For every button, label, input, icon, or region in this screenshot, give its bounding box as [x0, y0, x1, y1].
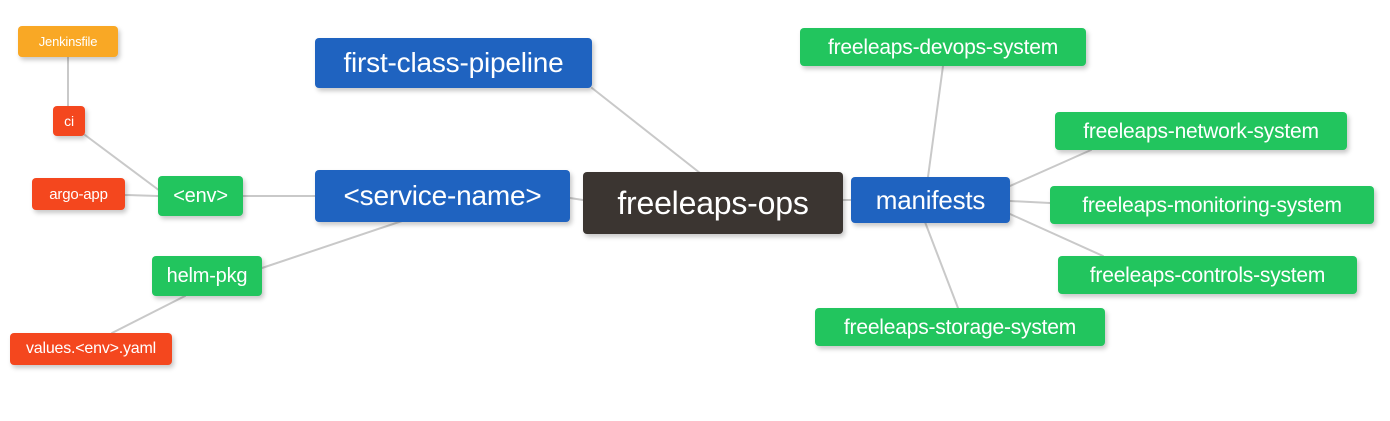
edge-manifests-storagesystem	[924, 221, 959, 309]
node-jenkinsfile[interactable]: Jenkinsfile	[18, 26, 118, 57]
node-ci-label: ci	[64, 113, 74, 129]
node-values-yaml-label: values.<env>.yaml	[25, 340, 156, 357]
edge-helmpkg-servicename	[261, 219, 406, 269]
node-service-name[interactable]: <service-name>	[315, 170, 570, 222]
edge-manifests-devopssystem	[927, 65, 944, 178]
node-freeleaps-controls-system-label: freeleaps-controls-system	[1089, 263, 1326, 287]
node-env-label: <env>	[173, 185, 228, 207]
node-argo-app[interactable]: argo-app	[32, 178, 125, 210]
node-root-freeleaps-ops[interactable]: freeleaps-ops	[583, 172, 843, 234]
node-argo-app-label: argo-app	[49, 185, 108, 203]
node-manifests-label: manifests	[875, 185, 986, 215]
node-freeleaps-storage-system-label: freeleaps-storage-system	[843, 315, 1077, 339]
edge-manifests-monitoringsystem	[1009, 200, 1051, 204]
node-jenkinsfile-label: Jenkinsfile	[38, 34, 98, 49]
node-freeleaps-controls-system[interactable]: freeleaps-controls-system	[1058, 256, 1357, 294]
node-first-class-pipeline[interactable]: first-class-pipeline	[315, 38, 592, 88]
node-freeleaps-monitoring-system-label: freeleaps-monitoring-system	[1082, 193, 1342, 217]
node-ci[interactable]: ci	[53, 106, 85, 136]
edge-manifests-networksystem	[1009, 149, 1092, 187]
edge-argoapp-env	[124, 194, 159, 197]
node-freeleaps-monitoring-system[interactable]: freeleaps-monitoring-system	[1050, 186, 1374, 224]
node-freeleaps-network-system-label: freeleaps-network-system	[1083, 119, 1319, 143]
node-helm-pkg-label: helm-pkg	[166, 265, 248, 287]
node-first-class-pipeline-label: first-class-pipeline	[343, 47, 564, 78]
node-helm-pkg[interactable]: helm-pkg	[152, 256, 262, 296]
node-freeleaps-devops-system-label: freeleaps-devops-system	[828, 35, 1058, 59]
node-freeleaps-network-system[interactable]: freeleaps-network-system	[1055, 112, 1347, 150]
node-service-name-label: <service-name>	[343, 180, 542, 211]
edge-firstclasspipeline-root	[591, 87, 701, 174]
edge-servicename-root	[569, 197, 584, 201]
node-root-label: freeleaps-ops	[617, 185, 809, 221]
node-values-yaml[interactable]: values.<env>.yaml	[10, 333, 172, 365]
node-env[interactable]: <env>	[158, 176, 243, 216]
edge-valuesyaml-helmpkg	[111, 295, 186, 334]
node-freeleaps-storage-system[interactable]: freeleaps-storage-system	[815, 308, 1105, 346]
node-manifests[interactable]: manifests	[851, 177, 1010, 223]
node-freeleaps-devops-system[interactable]: freeleaps-devops-system	[800, 28, 1086, 66]
